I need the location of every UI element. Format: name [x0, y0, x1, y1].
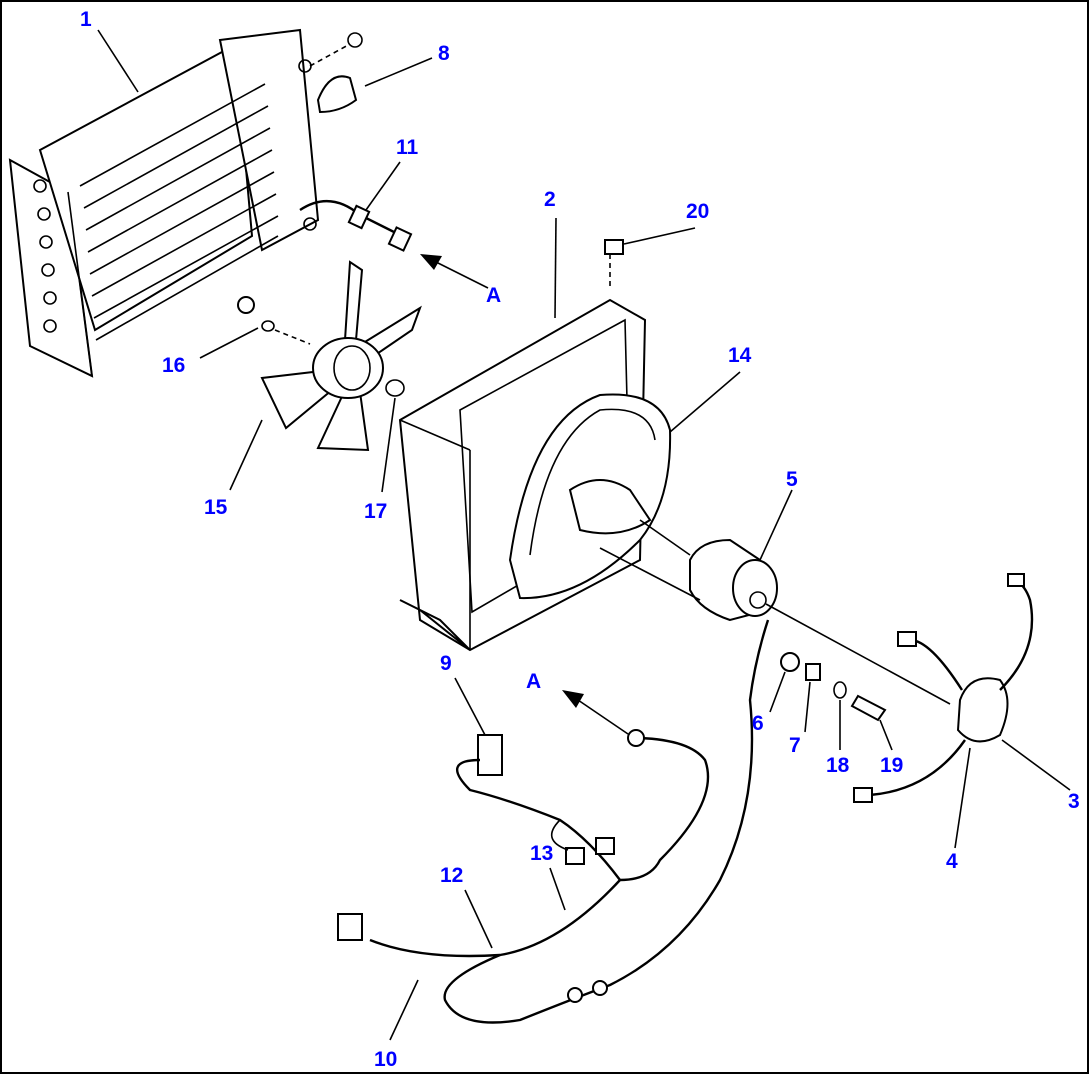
- callout-12: 12: [440, 864, 463, 887]
- callout-1: 1: [80, 8, 92, 31]
- callout-15: 15: [204, 496, 228, 519]
- callout-7: 7: [789, 734, 801, 757]
- view-mark-a-top: A: [486, 284, 501, 307]
- callout-13: 13: [530, 842, 553, 865]
- view-arrow-a-top: [420, 254, 489, 289]
- callout-8: 8: [438, 42, 450, 65]
- callout-2: 2: [544, 188, 556, 211]
- callout-18: 18: [826, 754, 850, 777]
- fan-motor-drawing: [599, 489, 951, 705]
- bolt-20-drawing: [604, 227, 696, 290]
- nut-and-washer-drawing: [199, 296, 405, 493]
- hose-connector-drawing: [299, 161, 413, 252]
- callout-11: 11: [396, 136, 419, 159]
- fan-blade-drawing: [229, 260, 422, 491]
- callout-9: 9: [440, 652, 452, 675]
- callout-4: 4: [946, 850, 958, 873]
- pressure-switch-drawing: [309, 32, 433, 114]
- condenser-core-drawing: [8, 28, 320, 378]
- callout-10: 10: [374, 1048, 397, 1071]
- callout-20: 20: [686, 200, 709, 223]
- wiring-harness-drawing: [337, 619, 770, 1041]
- small-hardware-drawing: [769, 652, 893, 751]
- fan-guard-drawing: [508, 371, 741, 600]
- mounting-bracket-drawing: [853, 573, 1071, 849]
- callout-19: 19: [880, 754, 903, 777]
- callout-14: 14: [728, 344, 752, 367]
- callout-5: 5: [786, 468, 798, 491]
- view-arrow-a-bottom: [562, 690, 629, 735]
- view-mark-a-bottom: A: [526, 670, 541, 693]
- leader-line-1: [97, 29, 139, 93]
- callout-17: 17: [364, 500, 387, 523]
- callout-labels: 1 2 3 4 5 6 7 8 9 10 11 12 13 14 15 16 1…: [80, 8, 1080, 1071]
- callout-6: 6: [752, 712, 764, 735]
- callout-16: 16: [162, 354, 185, 377]
- callout-3: 3: [1068, 790, 1080, 813]
